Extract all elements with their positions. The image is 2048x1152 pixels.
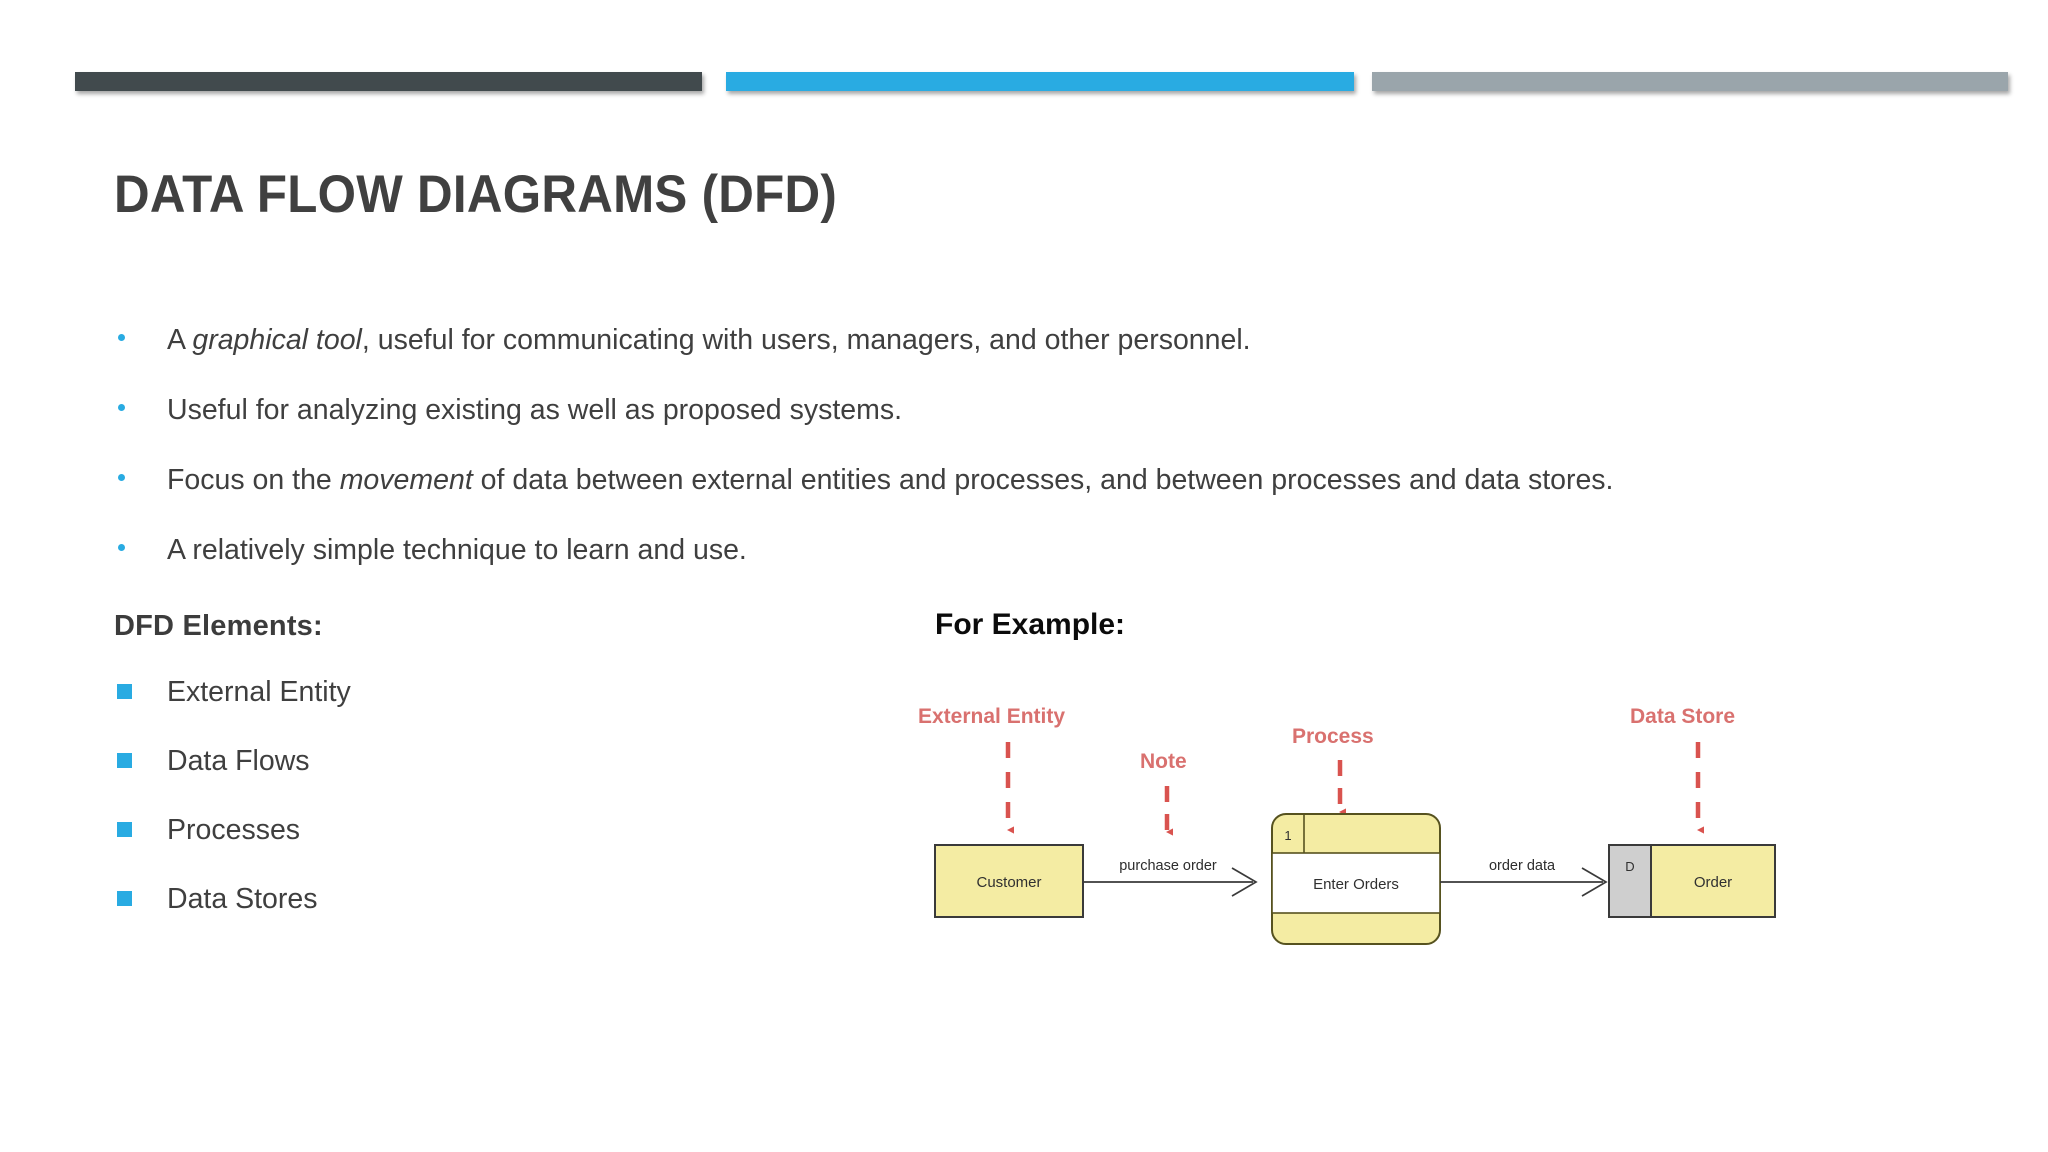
dfd-flow-order-data: order data xyxy=(1440,858,1608,897)
bullet-item: Useful for analyzing existing as well as… xyxy=(112,392,1952,462)
bullet-item: A relatively simple technique to learn a… xyxy=(112,532,1952,602)
process-number: 1 xyxy=(1284,828,1291,843)
bullet-text-pre: A xyxy=(167,324,193,356)
bullet-text-emphasis: movement xyxy=(339,464,473,496)
annotation-label-data-store: Data Store xyxy=(1630,705,1735,728)
list-item: Data Stores xyxy=(112,882,712,951)
top-bar-blue xyxy=(726,72,1354,91)
flow-label-order-data: order data xyxy=(1489,858,1556,874)
bullet-dot-icon xyxy=(118,404,125,411)
bullet-item: Focus on the movement of data between ex… xyxy=(112,462,1952,532)
top-bar-dark xyxy=(75,72,702,91)
square-bullet-icon xyxy=(117,753,132,768)
bullet-text-emphasis: graphical tool xyxy=(192,324,362,356)
top-decorative-bars xyxy=(0,0,2048,110)
bullet-dot-icon xyxy=(118,544,125,551)
data-store-key-label: D xyxy=(1625,859,1634,874)
list-item: Data Flows xyxy=(112,744,712,813)
list-item-label: External Entity xyxy=(167,676,351,708)
top-bar-gray xyxy=(1372,72,2008,91)
bullet-item: A graphical tool, useful for communicati… xyxy=(112,322,1952,392)
dfd-data-store-order: D Order xyxy=(1608,844,1776,918)
list-item-label: Data Flows xyxy=(167,745,310,777)
dfd-elements-list: External Entity Data Flows Processes Dat… xyxy=(112,675,712,951)
bullet-text-pre: A relatively simple technique to learn a… xyxy=(167,534,747,566)
bullet-dot-icon xyxy=(118,474,125,481)
list-item: External Entity xyxy=(112,675,712,744)
bullet-dot-icon xyxy=(118,334,125,341)
list-item-label: Data Stores xyxy=(167,883,318,915)
bullet-text-post: , useful for communicating with users, m… xyxy=(361,324,1251,356)
bullet-text-pre: Useful for analyzing existing as well as… xyxy=(167,394,903,426)
data-store-name-label: Order xyxy=(1694,874,1732,891)
page-title: DATA FLOW DIAGRAMS (DFD) xyxy=(114,165,838,224)
bullet-text-post: of data between external entities and pr… xyxy=(472,464,1614,496)
annotation-label-note: Note xyxy=(1140,750,1187,773)
bullet-text-pre: Focus on the xyxy=(167,464,340,496)
example-heading: For Example: xyxy=(935,608,1126,641)
external-entity-label: Customer xyxy=(976,874,1041,891)
dfd-external-entity-customer: Customer xyxy=(934,844,1084,918)
list-item: Processes xyxy=(112,813,712,882)
square-bullet-icon xyxy=(117,891,132,906)
annotation-label-external-entity: External Entity xyxy=(918,705,1065,728)
dfd-example-diagram: External Entity Note Process Data Store … xyxy=(900,690,1850,970)
process-name-label: Enter Orders xyxy=(1313,876,1399,893)
square-bullet-icon xyxy=(117,822,132,837)
dfd-elements-heading: DFD Elements: xyxy=(114,610,323,642)
list-item-label: Processes xyxy=(167,814,301,846)
bullet-list: A graphical tool, useful for communicati… xyxy=(112,322,1952,602)
square-bullet-icon xyxy=(117,684,132,699)
dfd-process-enter-orders: 1 Enter Orders xyxy=(1271,813,1441,945)
annotation-label-process: Process xyxy=(1292,725,1374,748)
flow-label-purchase-order: purchase order xyxy=(1119,858,1217,874)
dfd-flow-purchase-order: purchase order xyxy=(1083,858,1258,897)
